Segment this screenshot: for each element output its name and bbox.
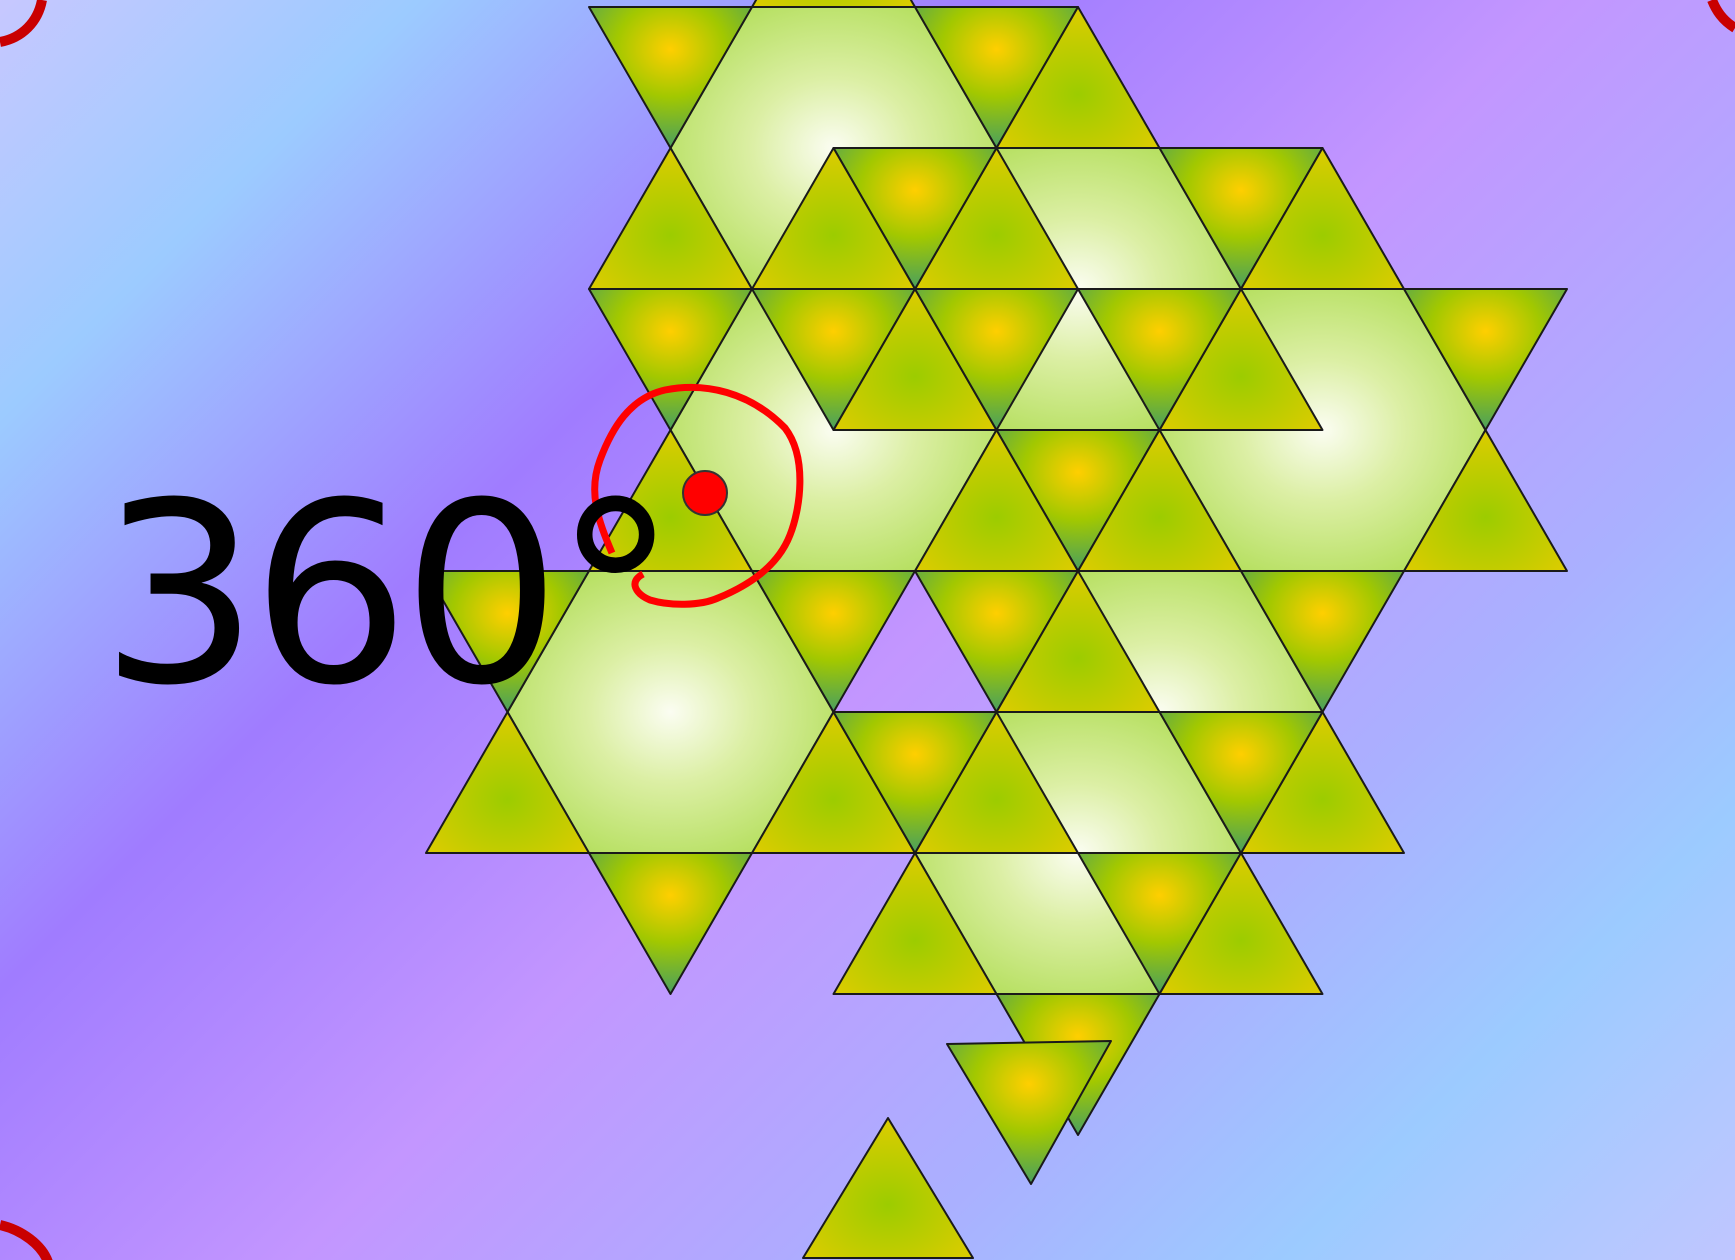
triangle-tile-up: [752, 0, 915, 7]
corner-arc-top-left: [0, 0, 42, 42]
corner-arc-top-right: [1712, 0, 1735, 28]
vertex-dot: [683, 471, 727, 515]
loose-triangle-up: [803, 1118, 973, 1258]
triangle-tile-down: [589, 853, 752, 994]
angle-label: 360°: [100, 470, 670, 720]
corner-arc-bottom-left: [0, 1225, 48, 1260]
